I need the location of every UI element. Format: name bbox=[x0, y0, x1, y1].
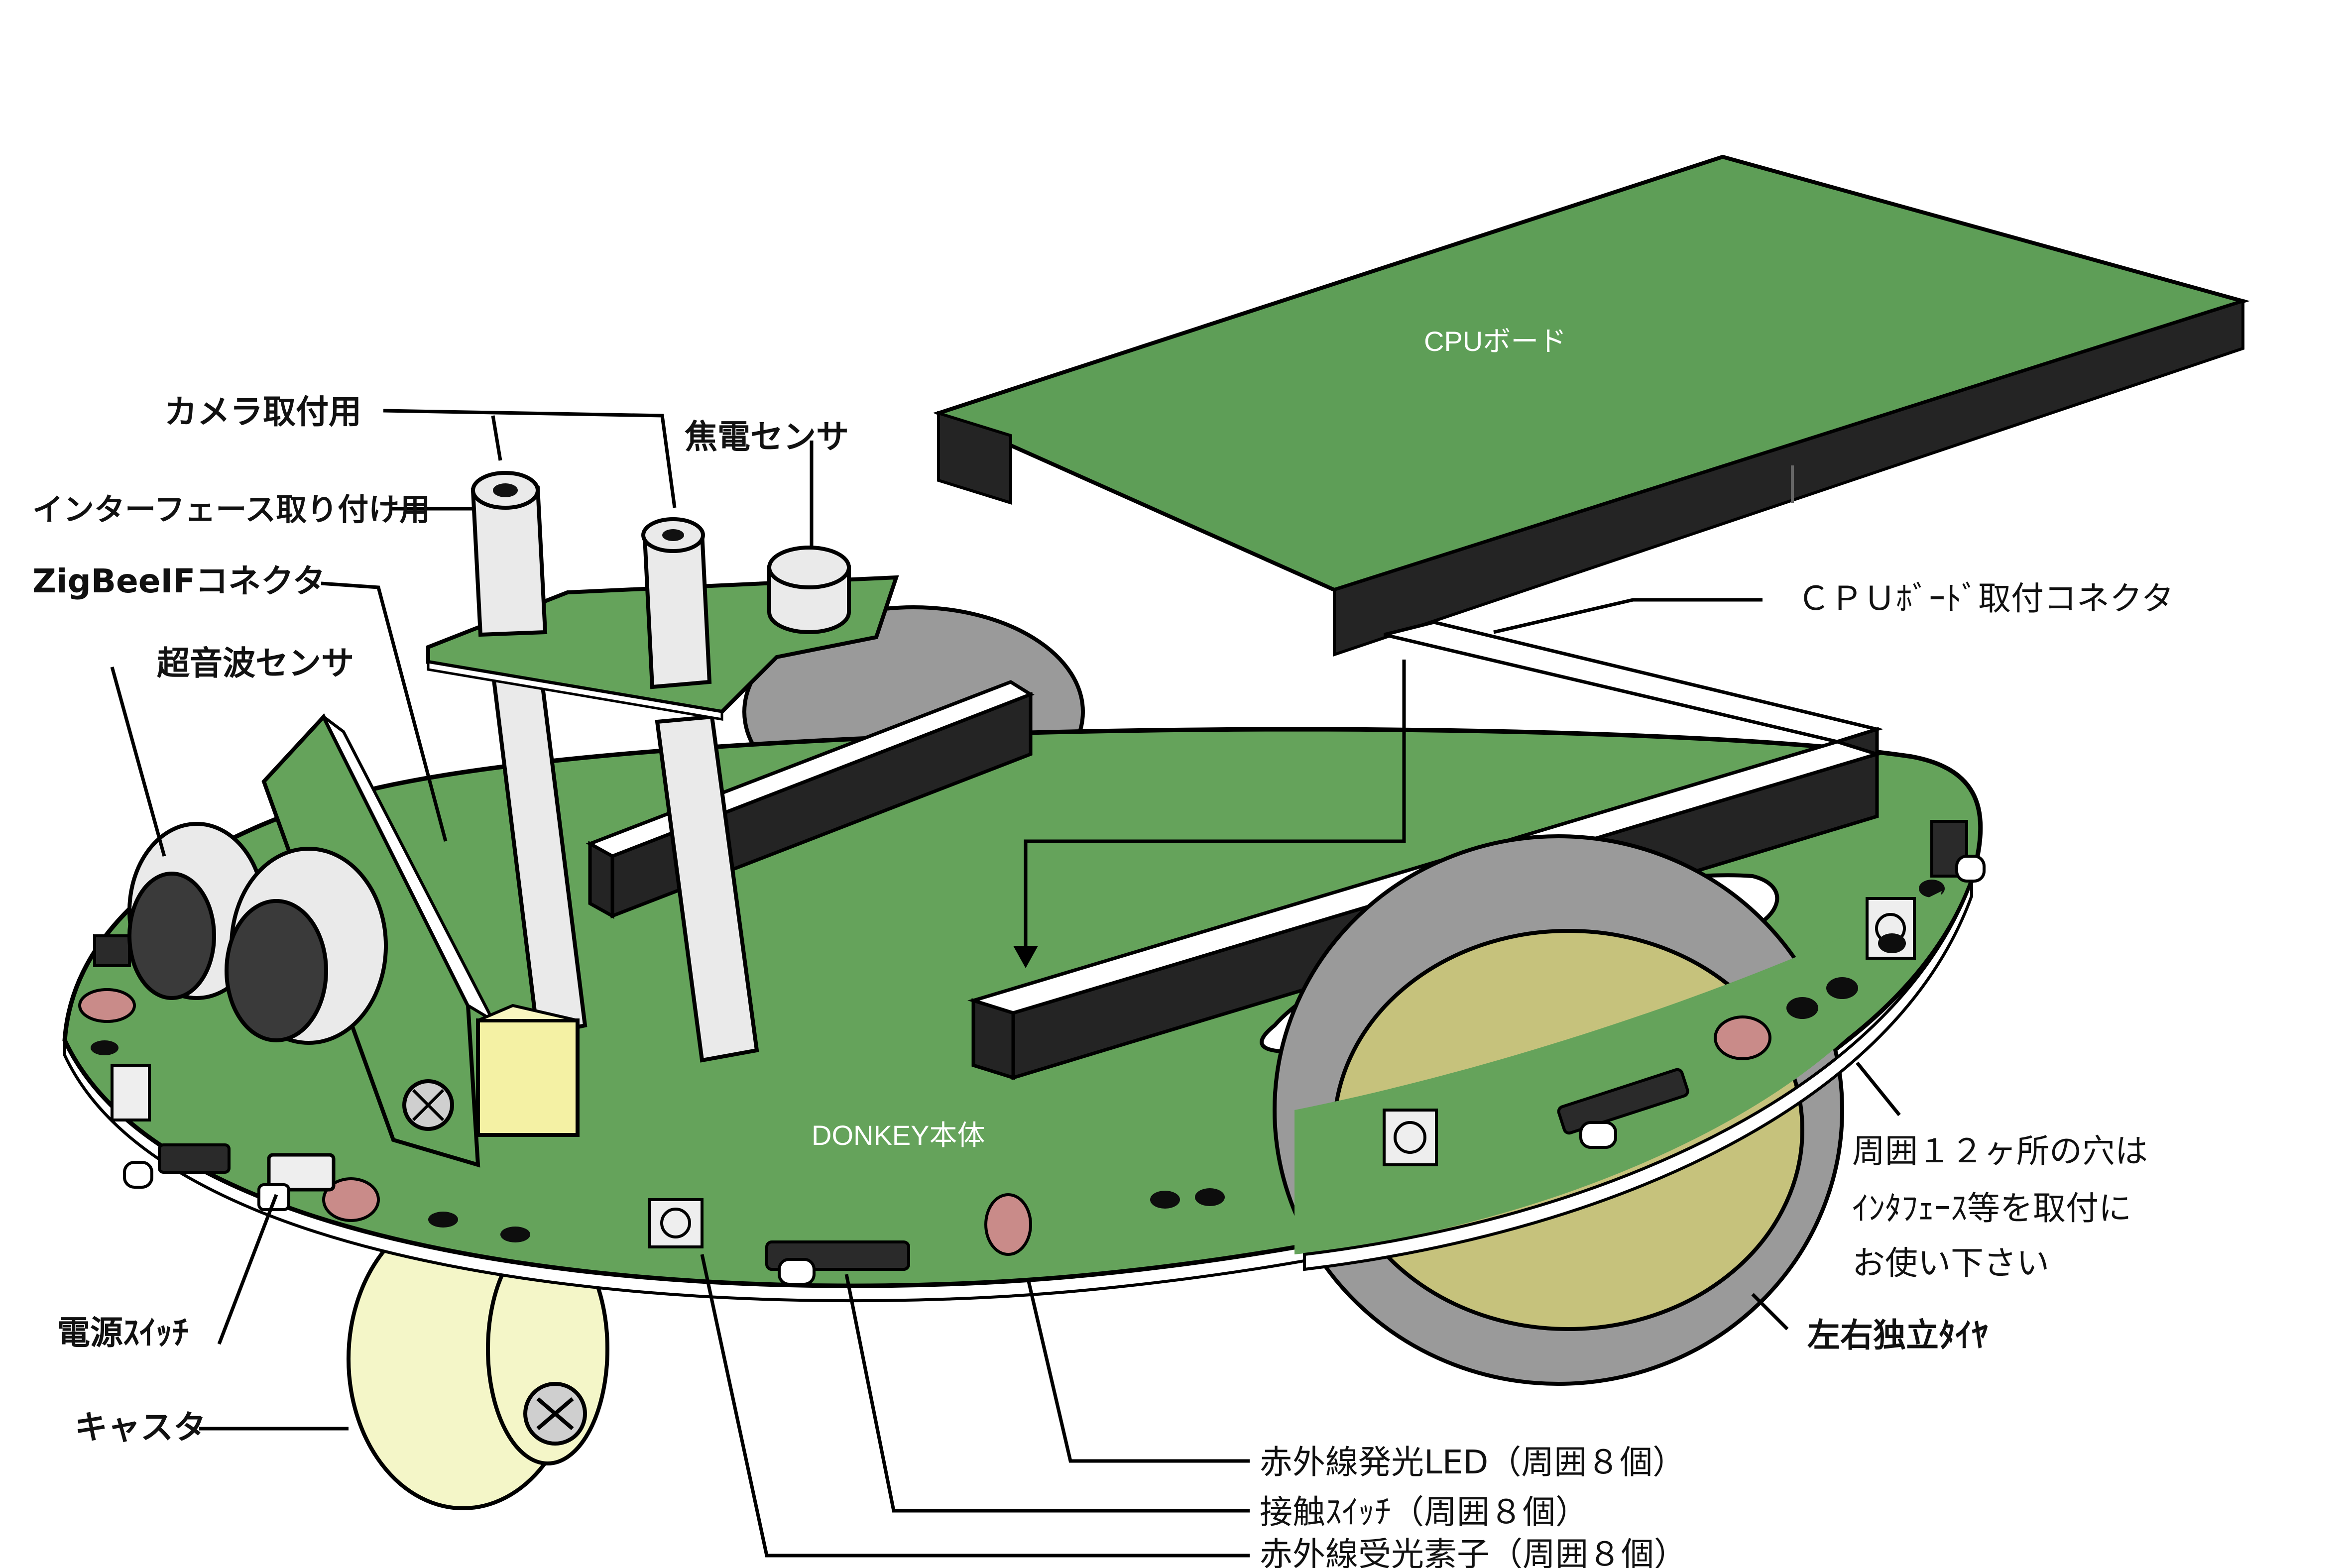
pyroelectric-sensor bbox=[767, 546, 851, 634]
ultrasonic-transducer-right bbox=[225, 899, 328, 1042]
hole bbox=[1150, 1191, 1180, 1209]
hole bbox=[1919, 880, 1945, 897]
cpu-board-label: CPUボード bbox=[1424, 326, 1566, 357]
label-ultrasonic: 超音波センサ bbox=[157, 644, 354, 682]
label-holes-2: ｲﾝﾀﾌｪｰｽ等を取付に bbox=[1852, 1189, 2131, 1228]
label-body: DONKEY本体 bbox=[812, 1120, 985, 1151]
touch-switch bbox=[158, 1143, 231, 1174]
connector-rail-left-front bbox=[588, 841, 614, 919]
ir-led bbox=[322, 1177, 380, 1222]
label-touch-switch: 接触ｽｲｯﾁ（周囲８個） bbox=[1260, 1493, 1588, 1531]
camera-posts bbox=[470, 471, 712, 689]
right-tire bbox=[1273, 834, 1973, 1386]
label-pyro: 焦電センサ bbox=[685, 418, 849, 456]
label-camera-mount: カメラ取付用 bbox=[164, 393, 361, 431]
label-caster: キャスタ bbox=[75, 1408, 206, 1447]
ir-receiver bbox=[111, 1064, 151, 1121]
touch-switch bbox=[1930, 820, 1968, 878]
label-interface-mount: インターフェース取り付け用 bbox=[32, 491, 430, 528]
label-power-switch: 電源ｽｲｯﾁ bbox=[57, 1314, 189, 1352]
ir-receiver bbox=[648, 1198, 704, 1248]
hole bbox=[1195, 1188, 1225, 1206]
zigbee-connector bbox=[476, 1018, 580, 1137]
label-holes-1: 周囲１２ヶ所の穴は bbox=[1852, 1132, 2148, 1170]
cpu-board-left-connector bbox=[937, 411, 1012, 505]
hole bbox=[500, 1227, 530, 1242]
hole bbox=[91, 1040, 118, 1055]
ultrasonic-sensor bbox=[127, 822, 388, 1045]
ultrasonic-transducer-left bbox=[127, 872, 216, 1000]
cpu-board: CPUボード bbox=[933, 154, 2250, 657]
connector-rail-right-back bbox=[1384, 620, 1884, 744]
label-cpu-connector: ＣＰＵﾎﾞｰﾄﾞ取付コネクタ bbox=[1797, 579, 2174, 618]
ir-led bbox=[984, 1193, 1032, 1256]
labels: カメラ取付用 インターフェース取り付け用 ZigBeeIFコネクタ 超音波センサ… bbox=[32, 393, 2174, 1568]
connector-rail-right-front bbox=[971, 998, 1015, 1080]
cpu-connector-arrow bbox=[1013, 660, 1406, 968]
label-ir-led: 赤外線発光LED（周囲８個） bbox=[1260, 1443, 1685, 1481]
label-ir-receiver: 赤外線受光素子（周囲８個） bbox=[1260, 1535, 1687, 1568]
label-zigbee: ZigBeeIFコネクタ bbox=[32, 562, 326, 600]
ir-led bbox=[78, 988, 136, 1023]
leader-lines bbox=[110, 409, 1901, 1558]
touch-switch bbox=[93, 934, 131, 967]
label-holes-3: お使い下さい bbox=[1852, 1244, 2049, 1282]
hole bbox=[428, 1212, 458, 1228]
interface-mount bbox=[426, 471, 899, 1063]
label-tires: 左右独立ﾀｲﾔ bbox=[1807, 1316, 1988, 1354]
cpu-board-right-edge bbox=[1333, 299, 2244, 657]
caster-wheel bbox=[347, 1208, 609, 1510]
